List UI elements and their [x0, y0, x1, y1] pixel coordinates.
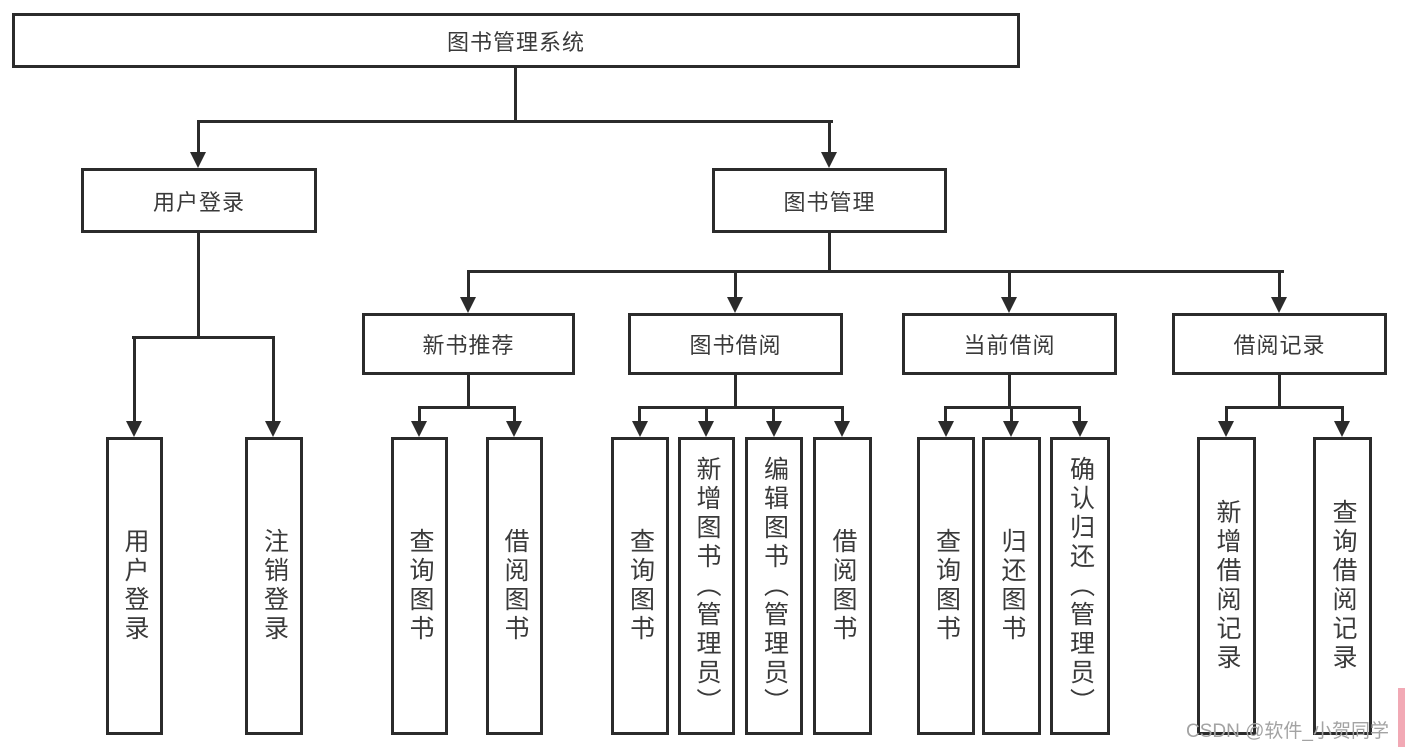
node-current-borrow: 当前借阅 — [902, 313, 1117, 375]
arrowhead-icon — [821, 152, 837, 168]
connector-stem — [467, 375, 470, 406]
leaf-label: 借阅图书 — [501, 528, 529, 644]
connector-drop — [1008, 270, 1011, 297]
leaf-label: 查询图书 — [932, 528, 961, 644]
connector-level2-rail — [197, 120, 833, 123]
connector-drop — [1341, 406, 1344, 421]
connector-drop — [1278, 270, 1281, 297]
connector-drop — [1225, 406, 1228, 421]
connector-drop — [1078, 406, 1081, 421]
connector-drop — [944, 406, 947, 421]
leaf-confirm-return-admin: 确认归还（管理员） — [1050, 437, 1110, 735]
node-root: 图书管理系统 — [12, 13, 1020, 68]
leaf-query-books-current: 查询图书 — [917, 437, 975, 735]
node-book-management: 图书管理 — [712, 168, 947, 233]
connector-drop — [1010, 406, 1013, 421]
connector-stem — [828, 233, 831, 270]
leaf-logout: 注销登录 — [245, 437, 303, 735]
node-root-label: 图书管理系统 — [446, 29, 585, 55]
arrowhead-icon — [1003, 421, 1019, 437]
arrowhead-icon — [506, 421, 522, 437]
leaf-label: 注销登录 — [260, 528, 289, 644]
node-user-login: 用户登录 — [81, 168, 317, 233]
arrowhead-icon — [190, 152, 206, 168]
leaf-query-books-borrow: 查询图书 — [611, 437, 669, 735]
connector-drop — [638, 406, 641, 421]
node-borrow-records: 借阅记录 — [1172, 313, 1387, 375]
leaf-add-book-admin: 新增图书（管理员） — [678, 437, 735, 735]
arrowhead-icon — [1334, 421, 1350, 437]
node-label: 用户登录 — [152, 189, 245, 215]
arrowhead-icon — [265, 421, 281, 437]
node-label: 图书管理 — [783, 189, 876, 215]
node-label: 图书借阅 — [689, 333, 782, 358]
connector-rail — [132, 336, 274, 339]
connector-stem — [197, 233, 200, 336]
leaf-borrow-books-recommend: 借阅图书 — [486, 437, 543, 735]
connector-drop — [841, 406, 844, 421]
csdn-watermark: CSDN @软件_小贺同学 — [1186, 721, 1389, 742]
leaf-label: 归还图书 — [998, 528, 1026, 644]
leaf-query-books-recommend: 查询图书 — [391, 437, 448, 735]
connector-rail — [1225, 406, 1344, 409]
leaf-label: 用户登录 — [121, 528, 149, 644]
connector-drop — [513, 406, 516, 421]
connector-rail — [418, 406, 516, 409]
leaf-label: 借阅图书 — [829, 528, 857, 644]
connector-drop — [772, 406, 775, 421]
node-new-book-recommend: 新书推荐 — [362, 313, 575, 375]
arrowhead-icon — [1072, 421, 1088, 437]
leaf-add-borrow-record: 新增借阅记录 — [1197, 437, 1256, 735]
connector-drop — [828, 120, 831, 152]
arrowhead-icon — [632, 421, 648, 437]
leaf-label: 编辑图书（管理员） — [760, 455, 789, 717]
connector-drop — [705, 406, 708, 421]
node-book-borrow: 图书借阅 — [628, 313, 843, 375]
connector-stem — [1008, 375, 1011, 406]
leaf-label: 查询借阅记录 — [1329, 499, 1357, 673]
leaf-label: 新增借阅记录 — [1213, 499, 1241, 673]
leaf-return-book: 归还图书 — [982, 437, 1041, 735]
arrowhead-icon — [1218, 421, 1234, 437]
leaf-query-borrow-record: 查询借阅记录 — [1313, 437, 1372, 735]
leaf-borrow-books: 借阅图书 — [813, 437, 872, 735]
connector-drop — [133, 336, 136, 421]
leaf-label: 查询图书 — [626, 528, 655, 644]
connector-drop — [734, 270, 737, 297]
leaf-edit-book-admin: 编辑图书（管理员） — [745, 437, 803, 735]
connector-stem — [1278, 375, 1281, 406]
leaf-label: 查询图书 — [406, 528, 434, 644]
node-label: 新书推荐 — [422, 333, 515, 358]
arrowhead-icon — [766, 421, 782, 437]
connector-drop — [197, 120, 200, 152]
watermark-accent-strip — [1398, 688, 1405, 747]
arrowhead-icon — [1271, 297, 1287, 313]
leaf-user-login: 用户登录 — [106, 437, 163, 735]
leaf-label: 新增图书（管理员） — [693, 455, 721, 717]
arrowhead-icon — [938, 421, 954, 437]
connector-root-stem — [514, 68, 517, 120]
connector-level3-rail — [467, 270, 1284, 273]
connector-drop — [467, 270, 470, 297]
connector-stem — [734, 375, 737, 406]
arrowhead-icon — [1001, 297, 1017, 313]
node-label: 借阅记录 — [1233, 333, 1326, 358]
arrowhead-icon — [834, 421, 850, 437]
connector-drop — [272, 336, 275, 421]
node-label: 当前借阅 — [963, 333, 1056, 358]
arrowhead-icon — [727, 297, 743, 313]
arrowhead-icon — [126, 421, 142, 437]
arrowhead-icon — [460, 297, 476, 313]
leaf-label: 确认归还（管理员） — [1066, 455, 1095, 717]
connector-drop — [418, 406, 421, 421]
connector-rail — [639, 406, 844, 409]
arrowhead-icon — [698, 421, 714, 437]
arrowhead-icon — [411, 421, 427, 437]
